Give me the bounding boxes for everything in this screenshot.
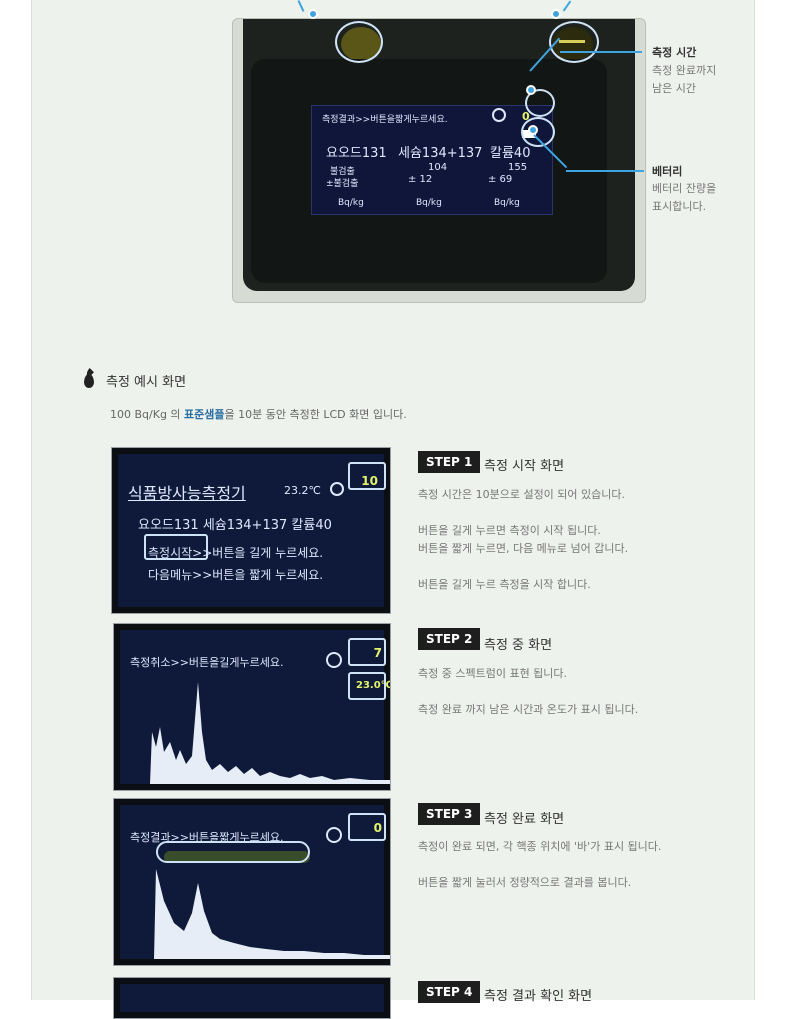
section-heading: 측정 예시 화면 — [84, 371, 186, 390]
annotation-time-desc: 측정 완료까지 남은 시간 — [652, 64, 717, 95]
battery-highlight — [521, 117, 555, 147]
potassium-value: 155 — [508, 162, 528, 173]
step2-lcd: 측정취소>>버튼을길게누르세요. 7 23.0℃ — [120, 630, 390, 784]
iodine-result-label: 불검출 — [330, 167, 355, 177]
device-photo: 측정결과>>버튼을짧게누르세요. 0 요오드131 세슘134+137 칼륨40… — [232, 18, 646, 303]
cesium-error: ± 12 — [408, 174, 433, 185]
annotation-battery-title: 베터리 — [652, 165, 683, 178]
intro-highlight: 표준샘플 — [184, 408, 225, 421]
step1-title: 측정 시작 화면 — [484, 459, 565, 474]
callout-dot-battery — [528, 125, 538, 135]
step3-badge: STEP 3 — [418, 803, 481, 825]
step1-lcd-title: 식품방사능측정기 — [128, 484, 246, 503]
step4-screenshot — [113, 977, 391, 1019]
cesium-value: 104 — [428, 162, 448, 173]
annotation-time-title: 측정 시간 — [652, 46, 697, 59]
step1-time-highlight — [348, 462, 386, 490]
step1-lcd-time: 10 — [361, 474, 378, 488]
left-knob-highlight — [335, 21, 383, 63]
callout-dot-right-knob — [551, 9, 561, 19]
step1-badge: STEP 1 — [418, 451, 481, 473]
step3-lcd-header: 측정결과>>버튼을짧게누르세요. — [130, 831, 284, 844]
step3-lcd: 측정결과>>버튼을짧게누르세요. 0 — [120, 805, 390, 959]
step2-time-highlight — [348, 638, 386, 666]
step1-lcd-temp: 23.2℃ — [284, 484, 321, 497]
step3-screenshot: 측정결과>>버튼을짧게누르세요. 0 — [113, 798, 391, 966]
step1-lcd-line2: 다음메뉴>>버튼을 짧게 누르세요. — [148, 568, 324, 582]
clock-icon — [492, 108, 506, 122]
potassium-error: ± 69 — [488, 174, 513, 185]
step4-badge: STEP 4 — [418, 981, 481, 1003]
content-panel: 측정결과>>버튼을짧게누르세요. 0 요오드131 세슘134+137 칼륨40… — [31, 0, 755, 1019]
step2-lcd-temp: 23.0℃ — [356, 680, 391, 691]
water-drop-icon — [84, 373, 94, 388]
nuclide-potassium: 칼륨40 — [490, 146, 531, 161]
callout-dot-left-knob — [308, 9, 318, 19]
annotation-battery-desc: 베터리 잔량을 표시합니다. — [652, 182, 717, 213]
step3-nuclide-bar — [164, 851, 310, 863]
step3-title: 측정 완료 화면 — [484, 812, 565, 827]
step4-lcd — [120, 984, 384, 1012]
step2-clock-icon — [326, 652, 342, 668]
step2-lcd-header: 측정취소>>버튼을길게누르세요. — [130, 656, 284, 669]
step1-clock-icon — [330, 482, 344, 496]
step1-start-highlight — [144, 534, 208, 560]
callout-line-right-knob — [562, 0, 572, 12]
lcd-time-value: 0 — [522, 110, 530, 123]
time-highlight — [525, 89, 555, 117]
unit-potassium: Bq/kg — [494, 198, 520, 208]
step2-badge: STEP 2 — [418, 628, 481, 650]
step1-screenshot: 식품방사능측정기 23.2℃ 10 요오드131 세슘134+137 칼륨40 … — [111, 447, 391, 614]
callout-line-time — [560, 51, 642, 53]
step2-temp-highlight — [348, 672, 386, 700]
section-title: 측정 예시 화면 — [106, 375, 187, 390]
step1-lcd-nuclides: 요오드131 세슘134+137 칼륨40 — [138, 518, 332, 533]
lcd-header: 측정결과>>버튼을짧게누르세요. — [322, 115, 448, 125]
step1-lcd-line1: 측정시작>>버튼을 길게 누르세요. — [148, 546, 324, 560]
unit-iodine: Bq/kg — [338, 198, 364, 208]
device-lcd: 측정결과>>버튼을짧게누르세요. 0 요오드131 세슘134+137 칼륨40… — [311, 105, 553, 215]
section-intro: 100 Bq/Kg 의 표준샘플을 10분 동안 측정한 LCD 화면 입니다. — [110, 408, 407, 421]
step3-spectrum — [154, 869, 390, 959]
step2-screenshot: 측정취소>>버튼을길게누르세요. 7 23.0℃ — [113, 623, 391, 791]
step2-lcd-time: 7 — [373, 646, 382, 660]
nuclide-iodine: 요오드131 — [326, 146, 387, 161]
step3-lcd-time: 0 — [373, 821, 382, 835]
callout-dot-time — [526, 85, 536, 95]
step3-clock-icon — [326, 827, 342, 843]
step1-lcd: 식품방사능측정기 23.2℃ 10 요오드131 세슘134+137 칼륨40 … — [118, 454, 384, 607]
callout-line-battery — [566, 170, 644, 172]
step4-title: 측정 결과 확인 화면 — [484, 989, 593, 1004]
iodine-error-label: ±불검출 — [326, 179, 359, 189]
unit-cesium: Bq/kg — [416, 198, 442, 208]
step2-desc: 측정 중 스펙트럼이 표현 됩니다. 측정 완료 까지 남은 시간과 온도가 표… — [418, 667, 639, 716]
right-knob-highlight — [549, 21, 599, 63]
step3-desc: 측정이 완료 되면, 각 핵종 위치에 '바'가 표시 됩니다. 버튼을 짧게 … — [418, 840, 662, 889]
step2-title: 측정 중 화면 — [484, 638, 553, 653]
callout-line-left-knob — [297, 0, 305, 12]
step3-time-highlight — [348, 813, 386, 841]
step3-bar-highlight — [156, 841, 310, 863]
nuclide-cesium: 세슘134+137 — [398, 146, 483, 161]
step1-desc: 측정 시간은 10분으로 설정이 되어 있습니다. 버튼을 길게 누르면 측정이… — [418, 488, 629, 591]
step2-spectrum — [150, 682, 390, 784]
